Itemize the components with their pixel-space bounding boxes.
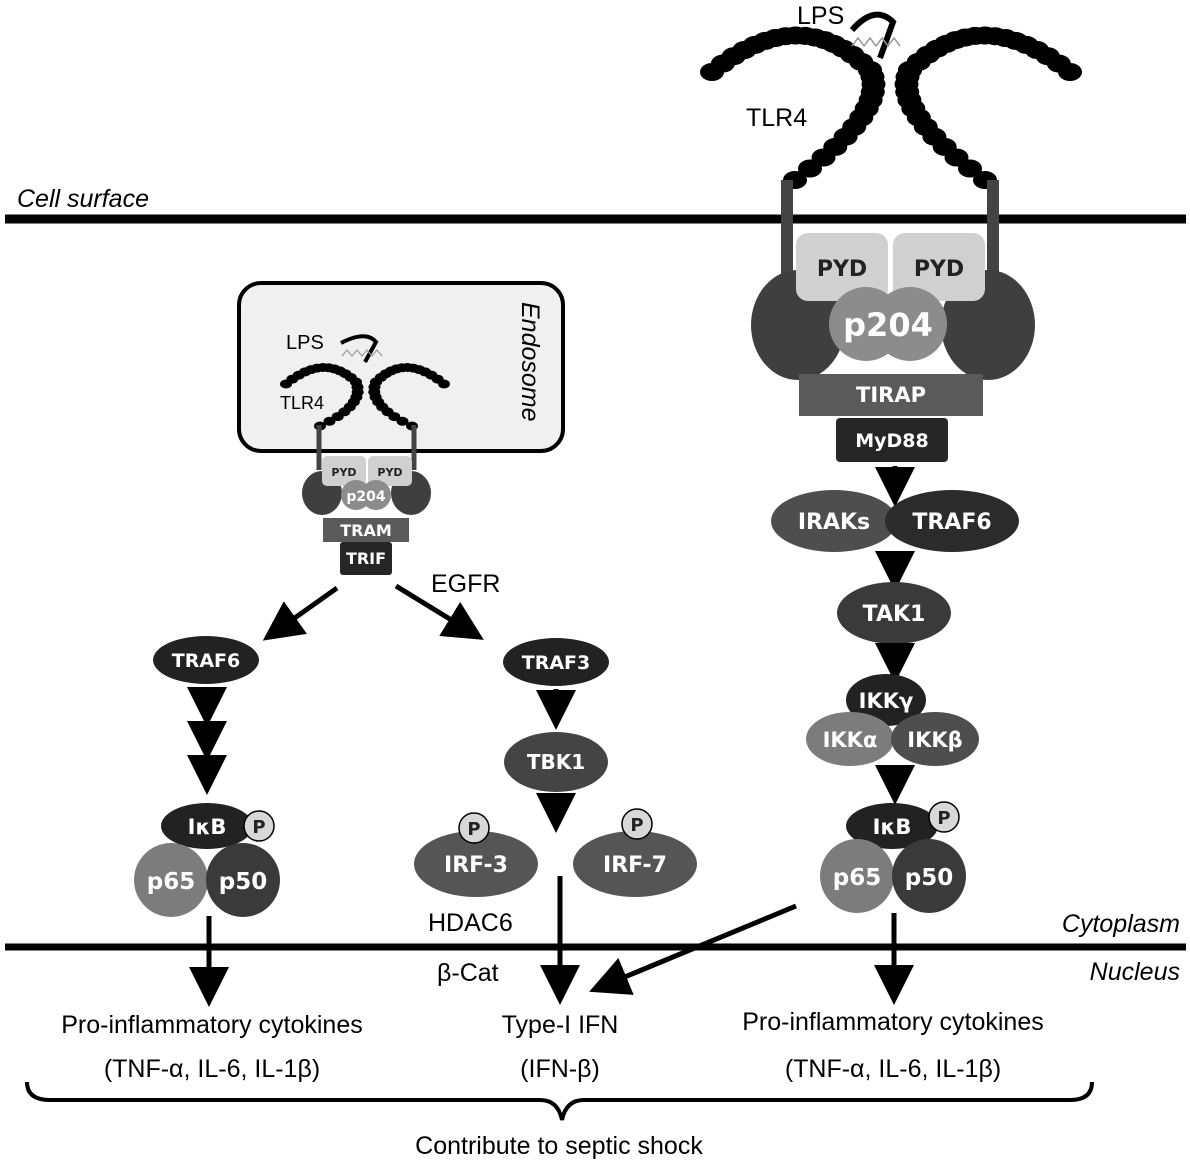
irf3-node [414,831,538,897]
left-p65-label: p65 [147,869,195,895]
arrow-trif-traf6 [262,585,339,641]
endosome-p204-label: p204 [346,489,386,505]
surface-pyd-left-label: PYD [817,257,867,282]
left-output-sub: (TNF-α, IL-6, IL-1β) [104,1055,320,1083]
tram-label: TRAM [340,521,392,540]
right-ikb-node [846,803,938,849]
surface-tlr4-right-stalk-segment [958,159,982,178]
surface-traf6-node [885,490,1019,552]
endosome-pyd-left-label: PYD [331,466,356,479]
endosome-label: Endosome [516,302,544,422]
surface-tlr4-label: TLR4 [746,104,807,132]
left-p65-node [134,843,208,917]
endosome-tlr4-left-stalk-segment [323,416,336,426]
right-ikb-label: IκB [873,815,912,839]
ikk-gamma-node [846,674,926,726]
endosome-tlr4-left-stalk-segment [331,412,344,422]
irf3-phospho-label: P [467,819,480,840]
left-ikb-label: IκB [188,815,227,839]
surface-p204-label: p204 [843,306,933,344]
endosome-tlr4-right-stalk-segment [388,412,401,422]
right-ikb-phospho-label: P [937,808,950,829]
tak1-node [837,582,951,644]
irf7-phospho [621,808,653,840]
left-ikb-node [161,803,253,849]
irak-label: IRAKs [798,510,870,535]
irf3-label: IRF-3 [444,853,508,878]
tbk1-label: TBK1 [527,750,585,774]
ikk-gamma-label: IKKγ [859,689,914,713]
left-p50-label: p50 [219,869,267,895]
surface-tlr4-left-stalk-segment [798,159,822,178]
left-ikb-phospho [243,810,275,842]
endosome-traf6-node [153,636,259,684]
arrow-right-nfkb-ifn [589,903,797,995]
summary-label: Contribute to septic shock [415,1132,703,1160]
endosome-lps-label: LPS [286,332,324,354]
left-ikb-phospho-label: P [252,817,265,838]
irak-node [771,490,897,552]
ikk-alpha-node [806,712,894,766]
egfr-label: EGFR [431,570,500,598]
ikk-alpha-label: IKKα [823,728,878,752]
left-output-title: Pro-inflammatory cytokines [61,1011,362,1039]
surface-tirap-label: TIRAP [856,383,926,407]
trif-box [340,542,392,575]
right-p50-label: p50 [905,865,953,891]
cytoplasm-label: Cytoplasm [1062,910,1180,938]
surface-pyd-left [796,233,888,301]
summary-brace [25,1081,1094,1121]
endosome-tlr4-receptor [280,363,450,431]
nucleus-label: Nucleus [1090,958,1180,986]
left-p50-node [206,843,280,917]
right-ikb-phospho [928,801,960,833]
surface-myd88-box [836,418,948,462]
endosome-pyd-right [368,456,412,486]
hdac6-label: HDAC6 [428,909,513,937]
endosome-traf6-label: TRAF6 [172,650,241,672]
surface-tirap-box [799,374,983,416]
traf3-label: TRAF3 [522,652,591,674]
middle-output-title: Type-I IFN [502,1011,619,1039]
ikk-beta-label: IKKβ [907,728,962,752]
surface-p204-right [873,287,947,361]
tram-box [323,518,409,542]
endosome-pyd-right-label: PYD [377,466,402,479]
irf3-phospho [458,812,490,844]
right-p65-label: p65 [833,865,881,891]
trif-label: TRIF [346,549,386,568]
right-output-sub: (TNF-α, IL-6, IL-1β) [785,1055,1001,1083]
traf3-node [503,638,609,686]
ikk-beta-node [891,712,979,766]
surface-tlr4-complex: LPS TLR4 PYD PYD p204 TIRAP MyD88 [700,2,1082,462]
surface-pyd-right [893,233,985,301]
right-p50-node [892,839,966,913]
endosome-pyd-left [322,456,366,486]
surface-traf6-label: TRAF6 [912,510,991,535]
tbk1-node [504,732,608,792]
irf7-label: IRF-7 [603,853,667,878]
right-output-title: Pro-inflammatory cytokines [742,1008,1043,1036]
endosome-tlr4-right-stalk-segment [396,416,409,426]
surface-lps-spring [851,36,901,48]
surface-tlr4-receptor [700,26,1082,189]
endosome-p204-right [361,480,391,510]
endosome-lps-spring [341,349,383,357]
surface-lps-molecule [849,11,897,60]
endosome-tlr4-label: TLR4 [280,393,324,413]
irf7-phospho-label: P [630,815,643,836]
beta-cat-label: β-Cat [437,959,499,987]
right-p65-node [820,839,894,913]
endosome-lps-molecule [340,334,379,363]
middle-output-sub: (IFN-β) [520,1055,600,1083]
surface-pyd-right-label: PYD [914,257,964,282]
tak1-label: TAK1 [863,602,926,627]
cell-surface-label: Cell surface [17,185,149,213]
irf7-node [573,831,697,897]
arrow-trif-traf3 [394,583,484,640]
surface-myd88-label: MyD88 [855,430,929,452]
surface-lps-label: LPS [797,2,844,30]
